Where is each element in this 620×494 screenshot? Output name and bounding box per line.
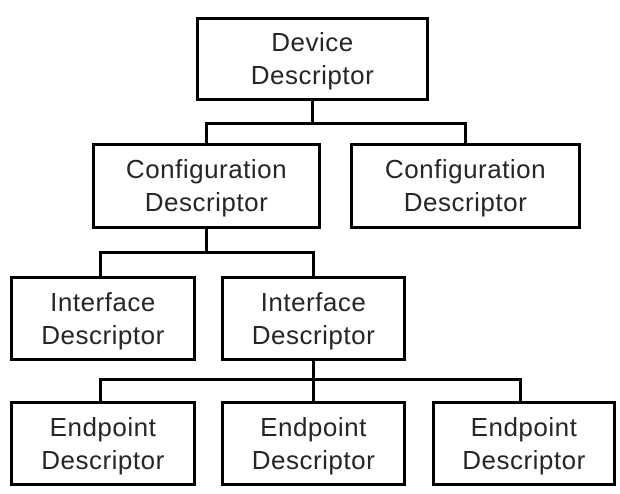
node-label-line: Configuration [125,154,288,184]
connector-drop-interface-right [312,251,315,277]
node-label-line: Configuration [384,154,547,184]
connector-drop-endpoint-1 [99,378,102,402]
node-label-line: Interface [260,286,367,317]
connector-config-crossbar [99,251,315,254]
node-interface-descriptor-left: Interface Descriptor [10,276,196,361]
node-label-line: Endpoint [470,411,578,442]
node-label-line: Descriptor [144,187,269,217]
node-configuration-descriptor-right: Configuration Descriptor [350,143,581,229]
node-label-line: Descriptor [250,60,375,90]
node-label-line: Endpoint [49,411,157,442]
node-interface-descriptor-right: Interface Descriptor [221,276,406,361]
node-endpoint-descriptor-2: Endpoint Descriptor [221,401,406,486]
connector-drop-interface-left [99,251,102,277]
node-label-line: Descriptor [41,444,165,475]
node-endpoint-descriptor-1: Endpoint Descriptor [10,401,196,486]
node-label-line: Endpoint [260,411,367,442]
connector-device-stem [311,100,314,124]
node-label-line: Descriptor [462,444,586,475]
node-label-line: Descriptor [403,187,528,217]
node-label-line: Descriptor [41,319,165,350]
connector-device-crossbar [205,122,467,125]
node-label-line: Interface [50,286,156,317]
connector-interface-stem [312,360,315,402]
node-device-descriptor: Device Descriptor [196,17,429,101]
node-label-line: Descriptor [251,444,376,475]
connector-interface-crossbar [99,378,522,381]
connector-drop-config-left [205,122,208,144]
connector-drop-endpoint-3 [519,378,522,402]
node-label-line: Device [271,27,354,57]
connector-config-stem [205,228,208,254]
node-endpoint-descriptor-3: Endpoint Descriptor [432,401,616,486]
connector-drop-config-right [464,122,467,144]
node-label-line: Descriptor [251,319,376,350]
node-configuration-descriptor-left: Configuration Descriptor [92,143,321,229]
